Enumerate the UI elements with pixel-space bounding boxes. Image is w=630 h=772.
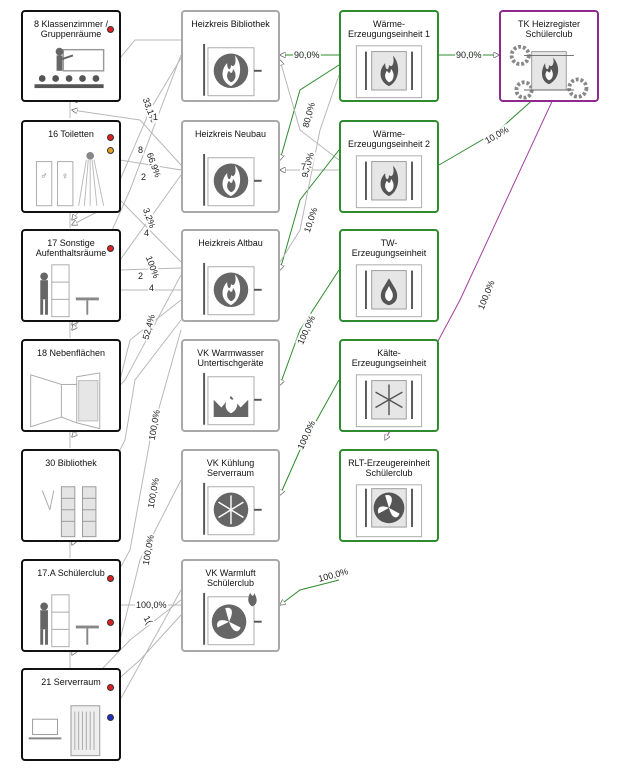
edge-label: 90,0% — [455, 50, 483, 60]
circuit-label: Heizkreis Altbau — [198, 238, 263, 248]
cooling-snowflake-icon — [203, 482, 262, 536]
generator-node-waerme-2[interactable]: Wärme- Erzeugungseinheit 2 — [339, 120, 439, 213]
library-icon — [41, 486, 97, 538]
status-dot-orange — [107, 147, 114, 154]
lounge-icon — [40, 264, 99, 318]
status-dot-blue — [107, 714, 114, 721]
room-label: 17 Sonstige Aufenthaltsräume — [35, 238, 107, 258]
heat-generator-icon — [355, 155, 423, 209]
generator-node-waerme-1[interactable]: Wärme- Erzeugungseinheit 1 — [339, 10, 439, 102]
corridor-icon — [30, 372, 101, 430]
room-label: 21 Serverraum — [41, 677, 101, 687]
heat-generator-icon — [355, 45, 423, 99]
status-dot-red — [107, 134, 114, 141]
room-label: 17.A Schülerclub — [37, 568, 105, 578]
tk-label: TK Heizregister Schülerclub — [517, 19, 580, 39]
svg-text:♂: ♂ — [40, 171, 47, 182]
heating-flame-icon — [203, 153, 262, 207]
generator-label: RLT-Erzeugereinheit Schülerclub — [348, 458, 430, 478]
hot-water-icon — [203, 372, 262, 426]
generator-label: Kälte- Erzeugungseinheit — [351, 348, 427, 368]
status-dot-red — [107, 684, 114, 691]
edge-label: 100,0% — [135, 600, 168, 610]
circuit-node-heizkreis-altbau[interactable]: Heizkreis Altbau — [181, 229, 280, 322]
room-node-server-room[interactable]: 21 Serverraum — [21, 668, 121, 761]
circuit-label: VK Kühlung Serverraum — [206, 458, 255, 478]
circuit-label: VK Warmwasser Untertischgeräte — [197, 348, 264, 368]
generator-label: Wärme- Erzeugungseinheit 1 — [347, 19, 431, 39]
tk-node-heizregister[interactable]: TK Heizregister Schülerclub — [499, 10, 599, 102]
status-dot-red — [107, 245, 114, 252]
room-node-student-club[interactable]: 17.A Schülerclub — [21, 559, 121, 652]
room-node-library[interactable]: 30 Bibliothek — [21, 449, 121, 542]
heating-flame-icon — [203, 262, 262, 316]
circuit-node-vk-warmwasser[interactable]: VK Warmwasser Untertischgeräte — [181, 339, 280, 432]
room-node-toilets[interactable]: 16 Toiletten ♂♀ — [21, 120, 121, 213]
generator-node-kaelte[interactable]: Kälte- Erzeugungseinheit — [339, 339, 439, 432]
room-label: 18 Nebenflächen — [36, 348, 106, 358]
circuit-node-heizkreis-neubau[interactable]: Heizkreis Neubau — [181, 120, 280, 213]
circuit-label: Heizkreis Neubau — [194, 129, 267, 139]
edge-label: 2 — [137, 271, 145, 281]
edge-label: 1 — [152, 112, 160, 122]
classroom-icon — [34, 47, 105, 89]
room-label: 16 Toiletten — [48, 129, 94, 139]
room-node-classrooms[interactable]: 8 Klassenzimmer / Gruppenräume — [21, 10, 121, 102]
edge-label: 8 — [137, 145, 145, 155]
circuit-label: VK Warmluft Schülerclub — [205, 568, 256, 588]
warm-air-fan-icon — [203, 592, 262, 646]
status-dot-red — [107, 26, 114, 33]
water-drops-icon — [355, 264, 423, 318]
room-node-ancillary[interactable]: 18 Nebenflächen — [21, 339, 121, 432]
room-node-lounges[interactable]: 17 Sonstige Aufenthaltsräume — [21, 229, 121, 322]
server-room-icon — [28, 705, 101, 757]
generator-node-tw[interactable]: TW- Erzeugungseinheit — [339, 229, 439, 322]
room-label: 30 Bibliothek — [45, 458, 97, 468]
ventilation-fan-icon — [355, 484, 423, 538]
circuit-node-heizkreis-bibliothek[interactable]: Heizkreis Bibliothek — [181, 10, 280, 102]
edge-label: 7 — [300, 162, 308, 172]
club-icon — [40, 594, 99, 648]
status-dot-red — [107, 575, 114, 582]
edge-label: 90,0% — [293, 50, 321, 60]
gear-flame-icon — [509, 44, 589, 100]
circuit-label: Heizkreis Bibliothek — [191, 19, 270, 29]
heating-flame-icon — [203, 43, 262, 97]
snowflake-generator-icon — [355, 374, 423, 428]
edge-label: 2 — [140, 172, 148, 182]
circuit-node-vk-kuehlung[interactable]: VK Kühlung Serverraum — [181, 449, 280, 542]
svg-text:♀: ♀ — [61, 171, 68, 182]
room-label: 8 Klassenzimmer / Gruppenräume — [33, 19, 109, 39]
generator-label: Wärme- Erzeugungseinheit 2 — [347, 129, 431, 149]
status-dot-red — [107, 619, 114, 626]
edge-label: 4 — [148, 283, 156, 293]
circuit-node-vk-warmluft[interactable]: VK Warmluft Schülerclub — [181, 559, 280, 652]
generator-label: TW- Erzeugungseinheit — [351, 238, 427, 258]
toilet-icon: ♂♀ — [35, 152, 105, 207]
edge-label: 4 — [143, 228, 151, 238]
generator-node-rlt[interactable]: RLT-Erzeugereinheit Schülerclub — [339, 449, 439, 542]
